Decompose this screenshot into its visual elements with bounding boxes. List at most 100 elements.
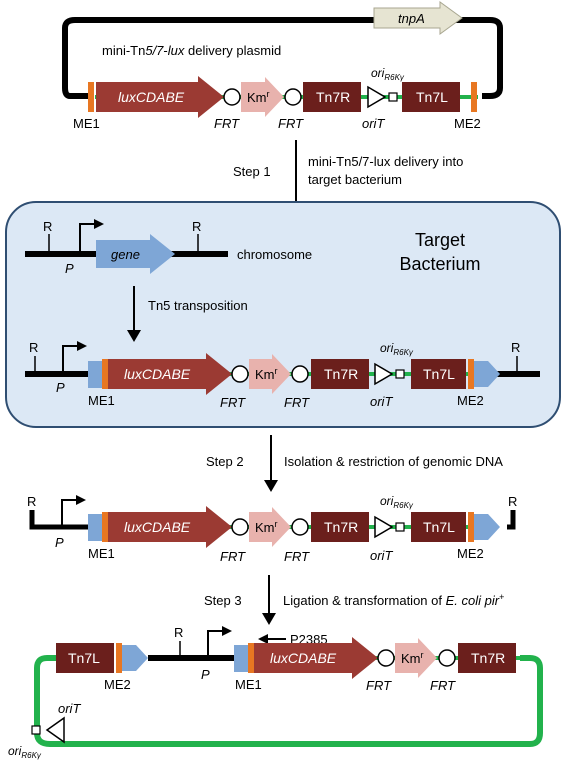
- luxCDABE-arrow-4: [254, 637, 378, 679]
- restriction-label-5: R: [27, 494, 36, 509]
- ori-r6k-label-2: oriR6Kγ: [380, 341, 414, 357]
- km-resistance-arrow-2: [249, 354, 291, 394]
- tn7r-label: Tn7R: [316, 89, 350, 105]
- rescued-backbone-topleft: [34, 655, 56, 674]
- km-resistance-arrow-4: [395, 638, 437, 678]
- step2-label: Step 2: [206, 454, 244, 469]
- primer-arrow-head: [258, 634, 268, 644]
- luxCDABE-arrow: [96, 76, 224, 118]
- transposition-label: Tn5 transposition: [148, 298, 248, 313]
- promoter-arrow-4: [207, 630, 224, 658]
- ori-square-3: [395, 522, 405, 532]
- me2-element-2: [468, 359, 474, 389]
- gene-label: gene: [111, 247, 140, 262]
- step-3: Step 3 Ligation & transformation of E. c…: [204, 575, 504, 625]
- frt-label-4: FRT: [284, 395, 310, 410]
- me1-element-4: [248, 643, 254, 673]
- km-resistance-arrow-3: [249, 507, 291, 547]
- promoter-label-2: P: [56, 380, 65, 395]
- target-bacterium-box: Target Bacterium R R P gene chromosome T…: [5, 201, 561, 428]
- step1-label: Step 1: [233, 164, 271, 179]
- oriT-label: oriT: [362, 116, 385, 131]
- me1-label-4: ME1: [235, 677, 262, 692]
- luxCDABE-label-4: luxCDABE: [270, 650, 337, 666]
- tnpA-label: tnpA: [398, 11, 425, 26]
- ori-square: [388, 92, 398, 102]
- ori-square-4: [31, 725, 41, 735]
- target-box-title-line2: Bacterium: [399, 254, 480, 274]
- me1-label-2: ME1: [88, 393, 115, 408]
- restricted-fragment: R R P luxCDABE Kmr Tn7R oriR6Kγ Tn7L ME1…: [27, 494, 517, 564]
- tn7l-label-4: Tn7L: [68, 650, 100, 666]
- promoter-arrow-3: [61, 499, 78, 527]
- me2-label-4: ME2: [104, 677, 131, 692]
- frt-site-3: [231, 365, 249, 383]
- rescued-plasmid: Tn7L ME2 R P ME1 P2385 luxCDABE Kmr Tn7R…: [8, 625, 543, 760]
- promoter-label-4: P: [201, 667, 210, 682]
- frt-label-5: FRT: [220, 549, 246, 564]
- promoter-label-3: P: [55, 535, 64, 550]
- luxCDABE-arrow-2: [108, 353, 232, 395]
- frt-site-2: [284, 88, 302, 106]
- tn7r-element: [303, 82, 361, 112]
- step1-desc-line2: target bacterium: [308, 172, 402, 187]
- ori-r6k-label: oriR6Kγ: [371, 66, 405, 82]
- frt-label-2: FRT: [278, 116, 304, 131]
- restriction-label-1: R: [43, 219, 52, 234]
- ori-r6k-label-4: oriR6Kγ: [8, 744, 42, 760]
- tn7r-label-3: Tn7R: [324, 519, 358, 535]
- frt-site-6: [291, 518, 309, 536]
- fragment-right-end: [507, 510, 516, 530]
- me2-label-3: ME2: [457, 546, 484, 561]
- promoter-label: P: [65, 261, 74, 276]
- frt-label-3: FRT: [220, 395, 246, 410]
- delivery-plasmid: tnpA mini-Tn5/7-lux delivery plasmid lux…: [62, 1, 503, 131]
- tn7l-label-2: Tn7L: [423, 366, 455, 382]
- target-box-title-line1: Target: [415, 230, 465, 250]
- gene-arrow: [96, 234, 175, 274]
- me2-label: ME2: [454, 116, 481, 131]
- tn7l-label: Tn7L: [416, 89, 448, 105]
- km-resistance-arrow: [241, 77, 284, 117]
- restriction-label-4: R: [511, 340, 520, 355]
- step2-arrow-head: [264, 480, 278, 492]
- promoter-arrow-2: [62, 345, 79, 374]
- km-label-2: Kmr: [255, 366, 278, 382]
- chromosome-label: chromosome: [237, 247, 312, 262]
- frt-label-6: FRT: [284, 549, 310, 564]
- promoter-arrow-head-4: [222, 626, 232, 636]
- frt-label-8: FRT: [430, 678, 456, 693]
- gene-fragment-3prime-3: [122, 645, 148, 671]
- tn7l-element-2: [411, 359, 466, 389]
- me2-label-2: ME2: [457, 393, 484, 408]
- frt-site-8: [438, 649, 456, 667]
- oriT-triangle-3: [374, 515, 394, 539]
- me1-element-3: [102, 512, 108, 542]
- tn7r-element-2: [311, 359, 369, 389]
- plasmid-title: mini-Tn5/7-lux delivery plasmid: [102, 43, 281, 58]
- frt-label-7: FRT: [366, 678, 392, 693]
- gene-fragment-5prime: [88, 361, 102, 388]
- step3-label: Step 3: [204, 593, 242, 608]
- promoter-arrow-head-3: [76, 495, 86, 505]
- me1-element-2: [102, 359, 108, 389]
- promoter-arrow-head: [94, 219, 104, 229]
- tn7r-element-4: [458, 643, 516, 673]
- tn7r-element-3: [311, 512, 369, 542]
- me2-element-4: [116, 643, 122, 673]
- restriction-label-7: R: [174, 625, 183, 640]
- tn7r-label-4: Tn7R: [471, 650, 505, 666]
- rescued-backbone: [34, 655, 543, 747]
- tn7l-label-3: Tn7L: [423, 519, 455, 535]
- me1-label: ME1: [73, 116, 100, 131]
- km-label-3: Kmr: [255, 519, 278, 535]
- gene-fragment-3prime: [474, 361, 500, 387]
- fragment-left-end: [29, 510, 88, 530]
- oriT-label-2: oriT: [370, 394, 393, 409]
- me2-element-3: [468, 512, 474, 542]
- frt-site-4: [291, 365, 309, 383]
- me2-element: [471, 82, 477, 112]
- tn7l-element: [402, 82, 460, 112]
- gene-fragment-5prime-3: [234, 645, 248, 672]
